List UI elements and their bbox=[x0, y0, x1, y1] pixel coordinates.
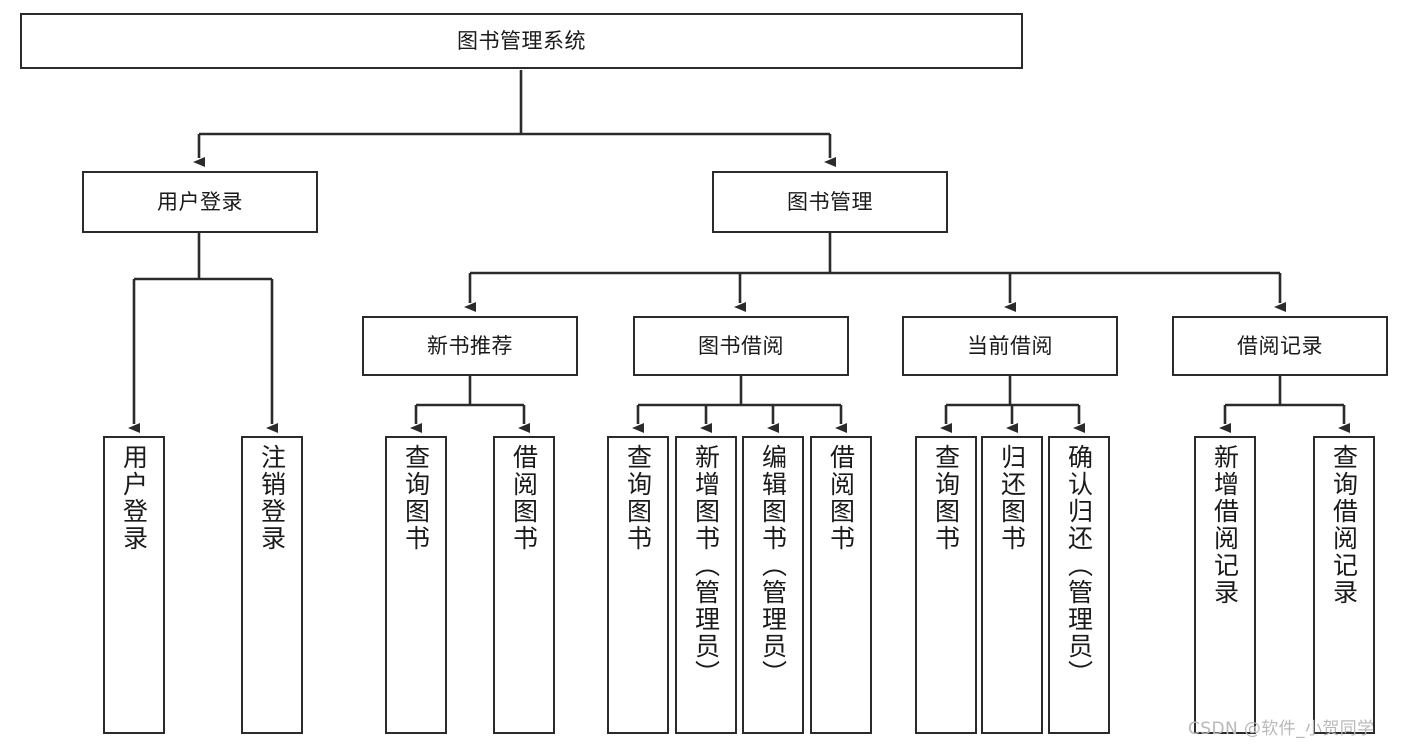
leaf-query-book-1[interactable]: 查询图书 bbox=[385, 436, 447, 734]
leaf-logout-login-label: 注销登录 bbox=[257, 444, 287, 552]
node-borrow-record[interactable]: 借阅记录 bbox=[1172, 316, 1388, 376]
leaf-borrow-book-1-label: 借阅图书 bbox=[509, 444, 539, 552]
leaf-add-record-label: 新增借阅记录 bbox=[1210, 444, 1240, 606]
node-book-management[interactable]: 图书管理 bbox=[712, 171, 948, 233]
leaf-add-record[interactable]: 新增借阅记录 bbox=[1194, 436, 1256, 734]
node-book-management-label: 图书管理 bbox=[787, 189, 873, 214]
leaf-borrow-book-2[interactable]: 借阅图书 bbox=[810, 436, 872, 734]
leaf-confirm-return-label: 确认归还（管理员） bbox=[1064, 444, 1094, 687]
node-current-borrow[interactable]: 当前借阅 bbox=[902, 316, 1118, 376]
csdn-watermark: CSDN @软件_小贺同学 bbox=[1188, 719, 1375, 739]
leaf-query-record-label: 查询借阅记录 bbox=[1329, 444, 1359, 606]
node-book-borrow-label: 图书借阅 bbox=[698, 333, 784, 358]
leaf-add-book-label: 新增图书（管理员） bbox=[691, 444, 721, 687]
leaf-logout-login[interactable]: 注销登录 bbox=[241, 436, 303, 734]
node-user-login[interactable]: 用户登录 bbox=[82, 171, 318, 233]
leaf-return-book-label: 归还图书 bbox=[997, 444, 1027, 552]
leaf-user-login-label: 用户登录 bbox=[119, 444, 149, 552]
leaf-add-book[interactable]: 新增图书（管理员） bbox=[675, 436, 737, 734]
leaf-query-book-3-label: 查询图书 bbox=[931, 444, 961, 552]
leaf-query-book-2[interactable]: 查询图书 bbox=[607, 436, 669, 734]
node-root-label: 图书管理系统 bbox=[457, 28, 586, 53]
leaf-confirm-return[interactable]: 确认归还（管理员） bbox=[1048, 436, 1110, 734]
node-new-book-recommend[interactable]: 新书推荐 bbox=[362, 316, 578, 376]
node-borrow-record-label: 借阅记录 bbox=[1237, 333, 1323, 358]
node-new-book-recommend-label: 新书推荐 bbox=[427, 333, 513, 358]
node-current-borrow-label: 当前借阅 bbox=[967, 333, 1053, 358]
leaf-user-login[interactable]: 用户登录 bbox=[103, 436, 165, 734]
leaf-query-book-2-label: 查询图书 bbox=[623, 444, 653, 552]
leaf-borrow-book-1[interactable]: 借阅图书 bbox=[493, 436, 555, 734]
node-root[interactable]: 图书管理系统 bbox=[20, 13, 1023, 69]
leaf-return-book[interactable]: 归还图书 bbox=[981, 436, 1043, 734]
leaf-borrow-book-2-label: 借阅图书 bbox=[826, 444, 856, 552]
leaf-query-record[interactable]: 查询借阅记录 bbox=[1313, 436, 1375, 734]
leaf-edit-book-label: 编辑图书（管理员） bbox=[758, 444, 788, 687]
leaf-query-book-3[interactable]: 查询图书 bbox=[915, 436, 977, 734]
node-book-borrow[interactable]: 图书借阅 bbox=[633, 316, 849, 376]
node-user-login-label: 用户登录 bbox=[157, 189, 243, 214]
leaf-edit-book[interactable]: 编辑图书（管理员） bbox=[742, 436, 804, 734]
leaf-query-book-1-label: 查询图书 bbox=[401, 444, 431, 552]
